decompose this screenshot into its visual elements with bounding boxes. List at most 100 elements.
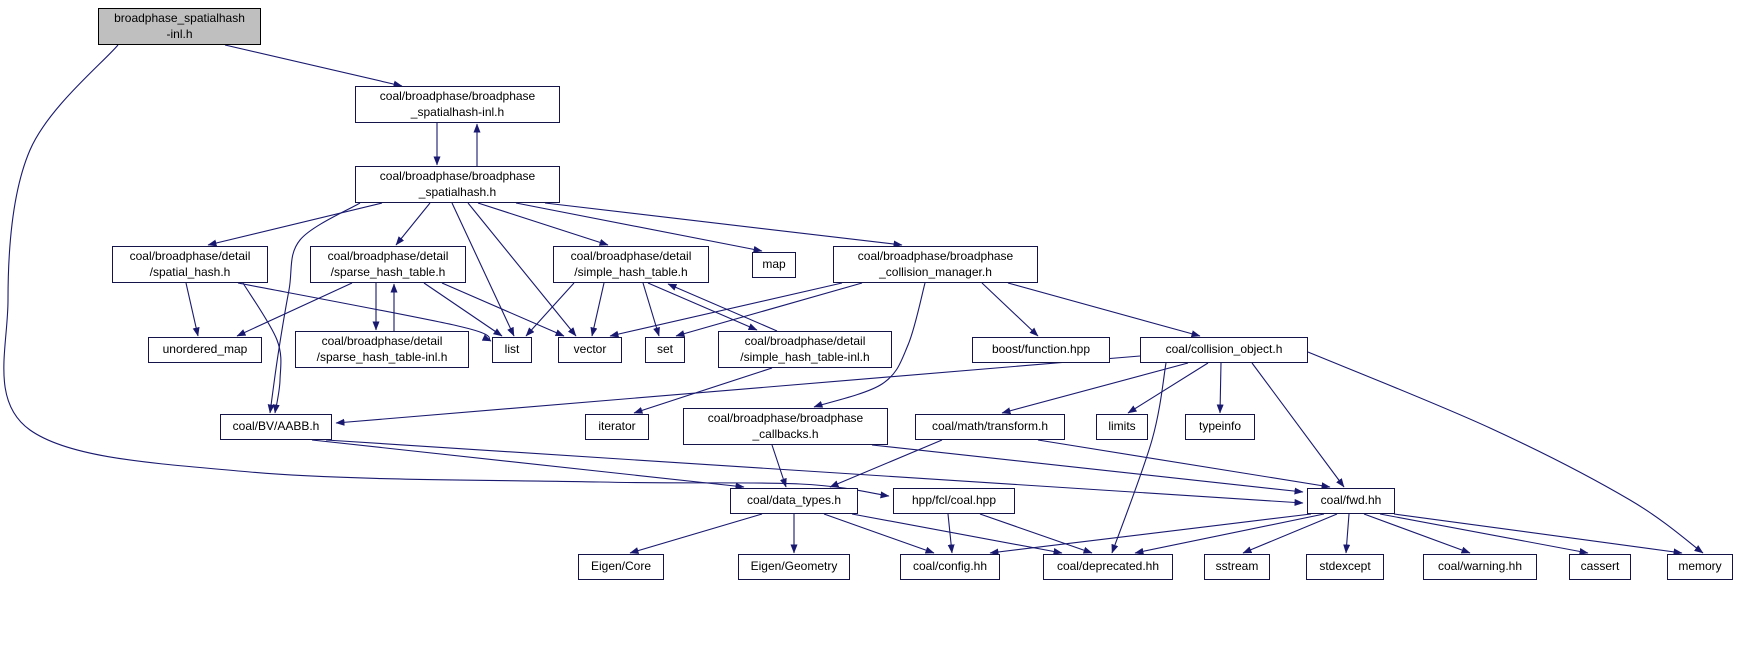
node-callbacks[interactable]: coal/broadphase/broadphase _callbacks.h (683, 408, 888, 445)
node-aabb[interactable]: coal/BV/AABB.h (220, 414, 332, 440)
node-label: coal/config.hh (912, 559, 988, 574)
node-label: map (762, 257, 786, 272)
node-label: boost/function.hpp (991, 342, 1091, 357)
edge-fwd--config (989, 513, 1312, 556)
edge-collision-object--deprecated (1111, 362, 1167, 554)
node-label: stdexcept (1319, 559, 1371, 574)
edge-collision-object--memory (1307, 351, 1704, 554)
node-label: vector (573, 342, 607, 357)
node-hppfcl-coal[interactable]: hpp/fcl/coal.hpp (893, 488, 1015, 514)
edge-callbacks--fwd (871, 444, 1304, 495)
node-label: coal/warning.hh (1437, 559, 1523, 574)
node-label: coal/broadphase/detail /sparse_hash_tabl… (327, 249, 449, 279)
edge-manager--boost-function (981, 282, 1039, 337)
node-label: coal/fwd.hh (1320, 493, 1382, 508)
edge-aabb--fwd (325, 439, 1304, 506)
edge-file--coal-bs-inl (224, 44, 403, 88)
node-label: typeinfo (1198, 419, 1242, 434)
node-unordered-map: unordered_map (148, 337, 262, 363)
node-fwd[interactable]: coal/fwd.hh (1307, 488, 1395, 514)
edge-simple-inl--simple-hash (667, 283, 778, 332)
node-label: coal/broadphase/detail /sparse_hash_tabl… (316, 334, 448, 364)
node-label: coal/BV/AABB.h (232, 419, 320, 434)
node-sparse-inl[interactable]: coal/broadphase/detail /sparse_hash_tabl… (295, 331, 469, 368)
edge-coal-bs--sparse-hash (395, 202, 431, 246)
node-sparse-hash[interactable]: coal/broadphase/detail /sparse_hash_tabl… (310, 246, 466, 283)
node-data-types[interactable]: coal/data_types.h (730, 488, 858, 514)
node-label: set (656, 342, 673, 357)
edge-collision-object--aabb (335, 355, 1141, 426)
edge-collision-object--typeinfo (1216, 362, 1224, 414)
edge-spatial-hash--aabb (242, 282, 282, 414)
node-simple-inl[interactable]: coal/broadphase/detail /simple_hash_tabl… (718, 331, 892, 368)
node-map: map (752, 252, 796, 278)
node-eigen-geometry: Eigen/Geometry (738, 554, 850, 580)
node-label: coal/broadphase/broadphase _spatialhash-… (379, 89, 536, 119)
edge-manager--collision-object (1007, 282, 1201, 338)
node-label: coal/deprecated.hh (1056, 559, 1160, 574)
edge-fwd--deprecated (1134, 513, 1325, 555)
node-label: coal/broadphase/detail /simple_hash_tabl… (740, 334, 870, 364)
node-manager[interactable]: coal/broadphase/broadphase _collision_ma… (833, 246, 1038, 283)
edge-coal-bs--simple-hash (477, 202, 609, 246)
node-label: coal/broadphase/detail /simple_hash_tabl… (570, 249, 692, 279)
edge-spatial-hash--list (237, 282, 492, 342)
edge-simple-hash--set (642, 282, 660, 337)
node-iterator: iterator (585, 414, 649, 440)
edge-fwd--sstream (1242, 513, 1338, 554)
edge-data-types--eigen-core (629, 513, 763, 554)
edge-data-types--config (823, 513, 935, 554)
edge-aabb--data-types (311, 439, 745, 490)
edge-coal-bs--spatial-hash (207, 202, 383, 247)
edge-sparse-hash--unordered-map (236, 282, 353, 337)
node-spatial-hash[interactable]: coal/broadphase/detail /spatial_hash.h (112, 246, 268, 283)
edge-sparse-hash--vector (441, 282, 565, 337)
edge-simple-hash--simple-inl (647, 282, 758, 331)
edge-coal-bs--list (451, 202, 515, 337)
edge-simple-hash--list (525, 282, 575, 337)
node-vector: vector (558, 337, 622, 363)
edge-simple-inl--iterator (633, 367, 773, 414)
node-file: broadphase_spatialhash -inl.h (98, 8, 261, 45)
edge-coal-bs--map (515, 202, 763, 253)
edge-hppfcl-coal--config (947, 513, 955, 554)
edge-fwd--warning (1363, 513, 1471, 554)
edge-collision-object--fwd (1251, 362, 1345, 488)
node-collision-object[interactable]: coal/collision_object.h (1140, 337, 1308, 363)
node-coal-bs[interactable]: coal/broadphase/broadphase _spatialhash.… (355, 166, 560, 203)
node-transform[interactable]: coal/math/transform.h (915, 414, 1065, 440)
node-limits: limits (1096, 414, 1148, 440)
node-label: list (504, 342, 520, 357)
node-simple-hash[interactable]: coal/broadphase/detail /simple_hash_tabl… (553, 246, 709, 283)
edge-transform--fwd (1037, 439, 1331, 490)
node-label: sstream (1215, 559, 1259, 574)
node-boost-function: boost/function.hpp (972, 337, 1110, 363)
node-label: iterator (598, 419, 636, 434)
node-label: unordered_map (162, 342, 248, 357)
node-warning[interactable]: coal/warning.hh (1423, 554, 1537, 580)
node-label: coal/broadphase/broadphase _collision_ma… (857, 249, 1014, 279)
edge-collision-object--transform (1001, 362, 1189, 415)
node-set: set (645, 337, 685, 363)
node-memory: memory (1667, 554, 1733, 580)
edge-spatial-hash--unordered-map (185, 282, 200, 337)
node-label: coal/data_types.h (746, 493, 842, 508)
edge-transform--data-types (829, 439, 943, 488)
edge-fwd--memory (1393, 513, 1683, 556)
edge-manager--set (675, 282, 863, 338)
node-label: cassert (1580, 559, 1620, 574)
node-config[interactable]: coal/config.hh (900, 554, 1000, 580)
edge-fwd--cassert (1379, 513, 1589, 555)
node-label: coal/collision_object.h (1165, 342, 1283, 357)
node-label: broadphase_spatialhash -inl.h (114, 11, 245, 41)
node-eigen-core: Eigen/Core (578, 554, 664, 580)
edge-simple-hash--vector (590, 282, 605, 337)
node-coal-bs-inl[interactable]: coal/broadphase/broadphase _spatialhash-… (355, 86, 560, 123)
node-deprecated[interactable]: coal/deprecated.hh (1043, 554, 1173, 580)
edge-coal-bs--aabb (267, 202, 361, 414)
edge-coal-bs--vector (467, 202, 577, 337)
node-label: coal/broadphase/detail /spatial_hash.h (129, 249, 251, 279)
node-label: coal/math/transform.h (931, 419, 1049, 434)
node-sstream: sstream (1204, 554, 1270, 580)
